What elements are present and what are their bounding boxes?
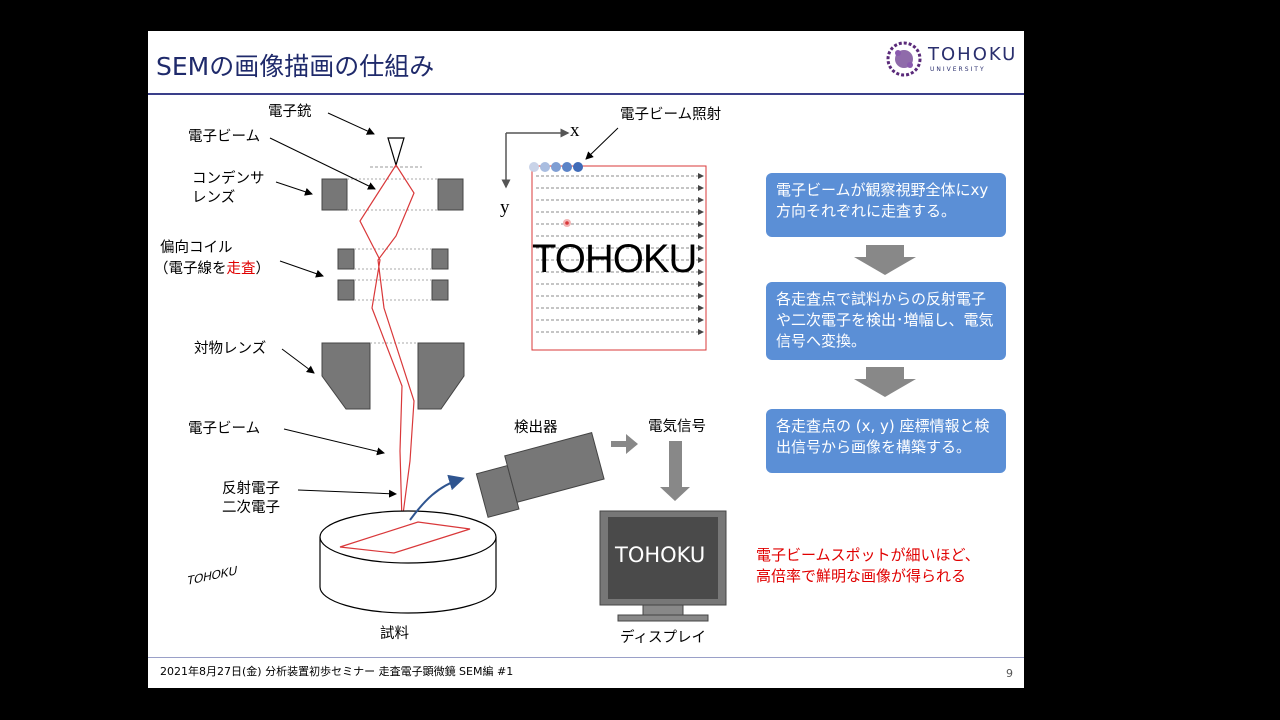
label-display: ディスプレイ — [620, 630, 706, 646]
scan-line-arrow — [698, 233, 704, 239]
objective-lens-left — [321, 342, 371, 410]
scan-field — [531, 165, 707, 351]
scan-line-arrow — [698, 185, 704, 191]
scan-line-arrow — [698, 257, 704, 263]
electron-beam — [359, 164, 415, 523]
page-number: 9 — [1006, 667, 1013, 680]
scan-line-arrow — [698, 173, 704, 179]
scan-line-arrow — [698, 269, 704, 275]
label-electron-gun: 電子銃 — [268, 104, 312, 120]
sample-scan-area — [339, 521, 471, 554]
scan-line-arrow — [698, 305, 704, 311]
footer-text: 2021年8月27日(金) 分析装置初歩セミナー 走査電子顕微鏡 SEM編 #1 — [160, 665, 514, 678]
signal-arrow-down — [660, 441, 690, 501]
note-line-1: 電子ビームスポットが細いほど、 — [756, 546, 980, 564]
label-sample: 試料 — [380, 626, 409, 642]
label-deflector-2: （電子線を走査） — [154, 261, 270, 277]
scan-line-arrow — [698, 209, 704, 215]
label-beam-irradiation: 電子ビーム照射 — [620, 107, 722, 123]
scan-line-arrow — [698, 245, 704, 251]
label-reflected: 反射電子 — [222, 481, 280, 497]
step-box-2: 各走査点で試料からの反射電子や二次電子を検出･増幅し、電気信号へ変換。 — [766, 282, 1006, 360]
monitor-neck — [642, 604, 684, 616]
scan-line-arrow — [698, 293, 704, 299]
electron-gun-icon — [387, 137, 405, 168]
label-electric-signal: 電気信号 — [648, 419, 706, 435]
monitor-base — [617, 614, 709, 622]
detector — [475, 432, 605, 518]
scan-line-arrow — [698, 281, 704, 287]
sample-surface — [319, 510, 497, 564]
note-line-2: 高倍率で鮮明な画像が得られる — [756, 567, 967, 585]
label-secondary: 二次電子 — [222, 500, 280, 516]
label-electron-beam-bottom: 電子ビーム — [188, 421, 261, 437]
monitor-screen — [608, 517, 718, 599]
objective-lens-right — [417, 342, 465, 410]
seal-icon — [886, 41, 922, 77]
axis-y-label: y — [500, 197, 510, 218]
scan-line-arrow — [698, 221, 704, 227]
deflector-coil-1r — [431, 248, 449, 270]
deflector-coil-2l — [337, 279, 355, 301]
title-rule — [148, 93, 1024, 95]
label-condenser-2: レンズ — [192, 190, 236, 206]
detector-body — [504, 432, 605, 503]
footer-rule — [148, 657, 1024, 658]
deflector-coil-1l — [337, 248, 355, 270]
scan-line-arrow — [698, 329, 704, 335]
sem-diagram: TOHOKU — [186, 112, 916, 622]
deflector-coil-2r — [431, 279, 449, 301]
page-title: SEMの画像描画の仕組み — [156, 52, 435, 81]
slide: SEMの画像描画の仕組み TOHOKU UNIVERSITY — [148, 31, 1024, 688]
step-box-3: 各走査点の (x, y) 座標情報と検出信号から画像を構築する。 — [766, 409, 1006, 473]
scan-line-arrow — [698, 197, 704, 203]
emitted-electron-arrow — [409, 474, 465, 521]
flow-arrow-2 — [854, 367, 916, 397]
label-deflector-1: 偏向コイル — [160, 240, 233, 256]
sample-surface-text: TOHOKU — [186, 563, 238, 588]
condenser-lens-right — [437, 178, 464, 211]
logo-subtitle: UNIVERSITY — [930, 66, 986, 73]
condenser-lens-left — [321, 178, 348, 211]
monitor-text: TOHOKU — [615, 543, 706, 567]
flow-arrow-1 — [854, 245, 916, 275]
label-objective-lens: 対物レンズ — [194, 341, 267, 357]
label-detector: 検出器 — [514, 420, 558, 436]
scan-image-text: TOHOKU — [532, 237, 697, 281]
university-logo: TOHOKU UNIVERSITY — [886, 41, 1018, 81]
step-box-1: 電子ビームが観察視野全体にxy方向それぞれに走査する。 — [766, 173, 1006, 237]
label-condenser-1: コンデンサ — [192, 171, 265, 187]
logo-name: TOHOKU — [928, 44, 1018, 65]
label-electron-beam-top: 電子ビーム — [188, 129, 261, 145]
axis-x-label: x — [570, 120, 580, 141]
scan-line-arrow — [698, 317, 704, 323]
scan-lines — [536, 173, 704, 335]
signal-arrow-right — [611, 434, 638, 454]
